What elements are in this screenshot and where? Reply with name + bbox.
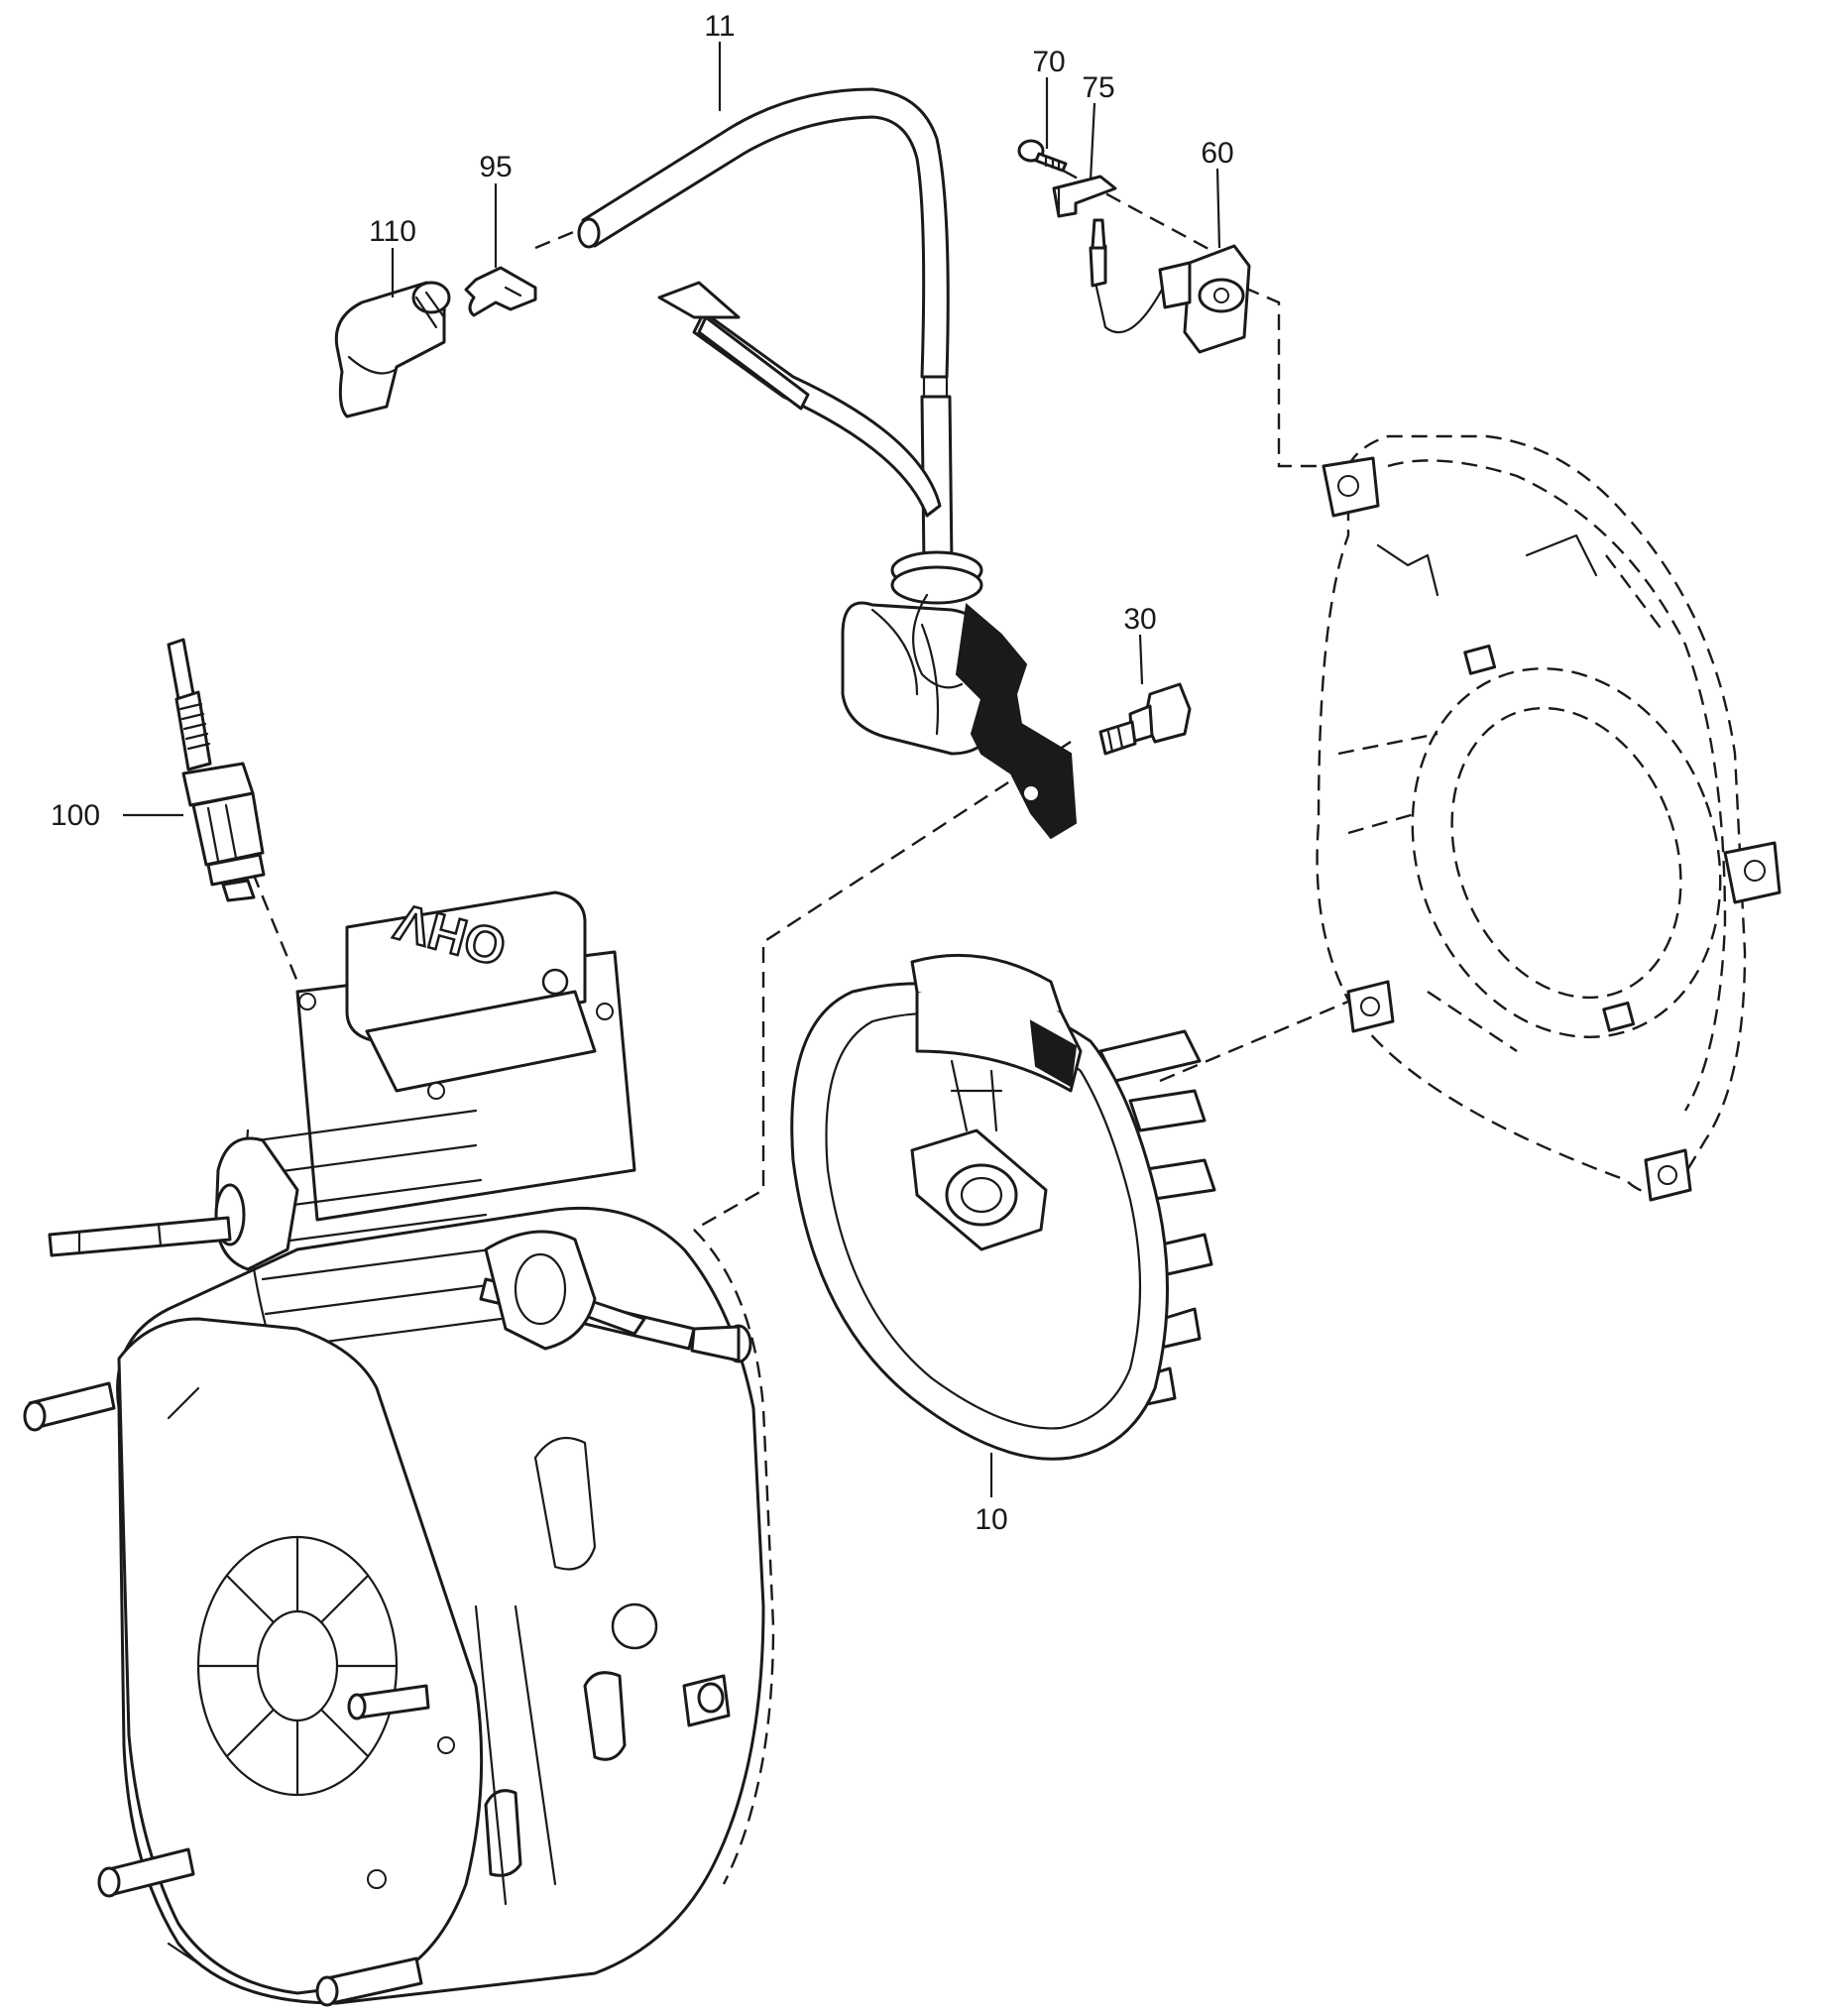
callout-75: 75	[1082, 71, 1114, 104]
callout-11: 11	[704, 10, 735, 43]
spark-plug-cap[interactable]	[334, 281, 451, 418]
callout-100: 100	[51, 799, 100, 832]
spark-plug[interactable]	[167, 638, 266, 902]
blower-housing[interactable]	[1316, 434, 1782, 1202]
screw-70[interactable]	[1017, 139, 1068, 173]
callout-10: 10	[975, 1503, 1007, 1536]
bracket-75[interactable]	[1052, 175, 1117, 218]
callout-70: 70	[1032, 46, 1065, 78]
callout-95: 95	[479, 151, 512, 183]
engine-block: OHV	[23, 890, 775, 2007]
ignition-coil-assembly[interactable]	[577, 87, 1078, 840]
leader-lines	[123, 42, 1221, 1497]
callout-110: 110	[369, 215, 416, 248]
coil-bolt[interactable]	[1098, 682, 1192, 756]
callout-60: 60	[1201, 137, 1233, 170]
lead-clip[interactable]	[464, 266, 537, 317]
assembly-guide-lines	[251, 157, 1349, 1361]
stop-switch[interactable]	[1089, 218, 1251, 354]
callout-labels: 11 70 75 60 95 110 30 100 10	[51, 10, 1234, 1536]
callout-30: 30	[1123, 603, 1156, 636]
flywheel[interactable]	[790, 953, 1216, 1461]
